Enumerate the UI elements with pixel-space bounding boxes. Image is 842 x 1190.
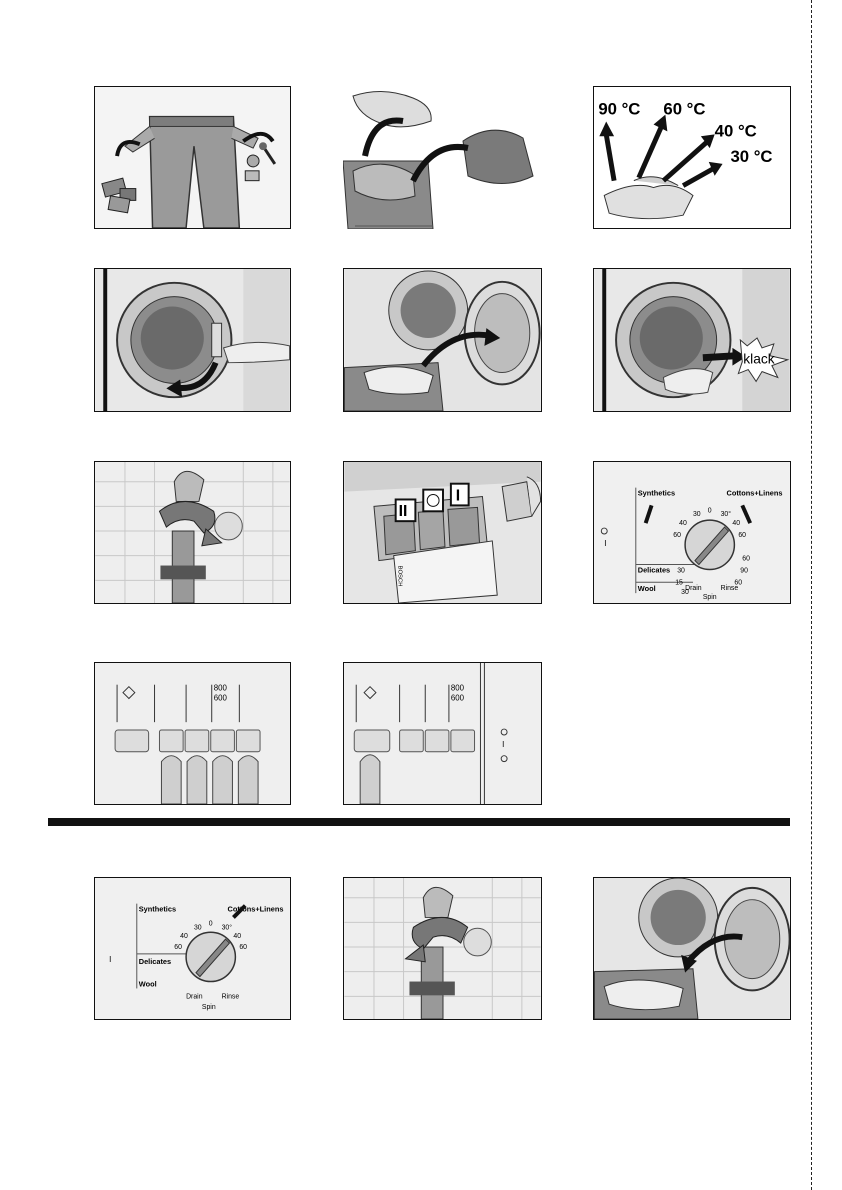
delicates-label: Delicates <box>139 957 171 966</box>
svg-text:30: 30 <box>693 511 701 518</box>
svg-text:60: 60 <box>734 579 742 586</box>
step-close-tap <box>343 877 542 1020</box>
section-divider <box>48 818 790 826</box>
temp-90-label: 90 °C <box>598 100 640 119</box>
indicator-run-label: I <box>109 955 111 964</box>
open-tap-illustration <box>95 462 290 603</box>
step-select-programme: Synthetics Cottons+Linens Delicates Wool… <box>593 461 791 604</box>
step-select-options: 800 600 <box>94 662 291 805</box>
step-add-detergent: BOSCH II I <box>343 461 542 604</box>
close-tap-illustration <box>344 878 541 1019</box>
compartment-ii-label: II <box>399 503 408 520</box>
svg-text:30: 30 <box>677 567 685 574</box>
svg-text:600: 600 <box>451 693 465 702</box>
cottons-linens-label: Cottons+Linens <box>228 905 284 914</box>
add-detergent-illustration: BOSCH II I <box>344 462 541 603</box>
cut-line <box>811 0 812 1190</box>
svg-text:800: 800 <box>451 684 465 693</box>
rinse-label: Rinse <box>721 585 739 592</box>
svg-text:30°: 30° <box>222 923 233 931</box>
svg-text:30: 30 <box>194 924 202 931</box>
brand-mark: BOSCH <box>397 566 403 587</box>
svg-text:90: 90 <box>740 567 748 574</box>
step-unload-laundry <box>593 877 791 1020</box>
svg-text:60: 60 <box>738 532 746 539</box>
wool-label: Wool <box>139 979 157 988</box>
temp-60-label: 60 °C <box>663 100 705 119</box>
drain-label: Drain <box>186 993 203 1000</box>
svg-text:30: 30 <box>681 589 689 596</box>
svg-text:60: 60 <box>174 944 182 951</box>
start-button-illustration: 800 600 I <box>344 663 541 804</box>
programme-dial-off-illustration: Synthetics Cottons+Linens Delicates Wool… <box>95 878 290 1019</box>
spin-800-label: 800 <box>214 684 228 693</box>
klack-label: klack <box>743 352 775 367</box>
drain-label: Drain <box>685 585 702 592</box>
svg-text:60: 60 <box>742 556 750 563</box>
svg-text:0: 0 <box>708 507 712 514</box>
programme-dial-illustration: Synthetics Cottons+Linens Delicates Wool… <box>594 462 790 603</box>
option-button-4[interactable] <box>235 729 261 753</box>
step-press-start: 800 600 I <box>343 662 542 805</box>
temp-30-label: 30 °C <box>730 147 772 166</box>
svg-text:40: 40 <box>233 933 241 940</box>
synthetics-label: Synthetics <box>638 489 675 498</box>
svg-text:60: 60 <box>673 532 681 539</box>
option-button-1[interactable] <box>158 729 184 753</box>
step-load-laundry <box>343 268 542 412</box>
indicator-run-label: I <box>502 740 504 749</box>
start-button[interactable] <box>353 729 391 753</box>
option-buttons-illustration: 800 600 <box>95 663 290 804</box>
option-button-2[interactable] <box>184 729 210 753</box>
step-open-door <box>94 268 291 412</box>
wool-label: Wool <box>638 584 656 593</box>
spin-600-label: 600 <box>214 693 228 702</box>
unload-laundry-illustration <box>594 878 790 1019</box>
step-temperature-sort: 90 °C 60 °C 40 °C 30 °C <box>593 86 791 229</box>
spin-label: Spin <box>202 1004 216 1011</box>
step-turn-off: Synthetics Cottons+Linens Delicates Wool… <box>94 877 291 1020</box>
delicates-label: Delicates <box>638 565 670 574</box>
svg-text:40: 40 <box>679 520 687 527</box>
compartment-i-label: I <box>456 487 460 504</box>
flower-icon <box>426 494 440 507</box>
cottons-linens-label: Cottons+Linens <box>727 489 783 498</box>
start-icon <box>122 685 136 700</box>
svg-text:0: 0 <box>209 920 213 927</box>
open-door-illustration <box>95 269 290 411</box>
temperature-sort-illustration: 90 °C 60 °C 40 °C 30 °C <box>594 87 790 228</box>
svg-text:60: 60 <box>239 944 247 951</box>
empty-pockets-illustration <box>95 87 290 228</box>
start-button[interactable] <box>114 729 150 753</box>
rinse-label: Rinse <box>222 993 240 1000</box>
indicator-run-label: I <box>604 539 606 548</box>
step-sort-laundry <box>343 86 542 229</box>
svg-text:15: 15 <box>675 579 683 586</box>
sort-laundry-illustration <box>343 86 542 229</box>
option-button-3[interactable] <box>210 729 235 753</box>
step-close-door: klack <box>593 268 791 412</box>
temp-40-label: 40 °C <box>715 121 757 140</box>
svg-text:40: 40 <box>732 520 740 527</box>
svg-text:30°: 30° <box>721 510 732 518</box>
step-empty-pockets <box>94 86 291 229</box>
load-laundry-illustration <box>344 269 541 411</box>
svg-text:40: 40 <box>180 933 188 940</box>
spin-label: Spin <box>703 594 717 601</box>
close-door-illustration: klack <box>594 269 790 411</box>
step-open-tap <box>94 461 291 604</box>
indicator-light-icon <box>600 527 608 535</box>
synthetics-label: Synthetics <box>139 905 176 914</box>
